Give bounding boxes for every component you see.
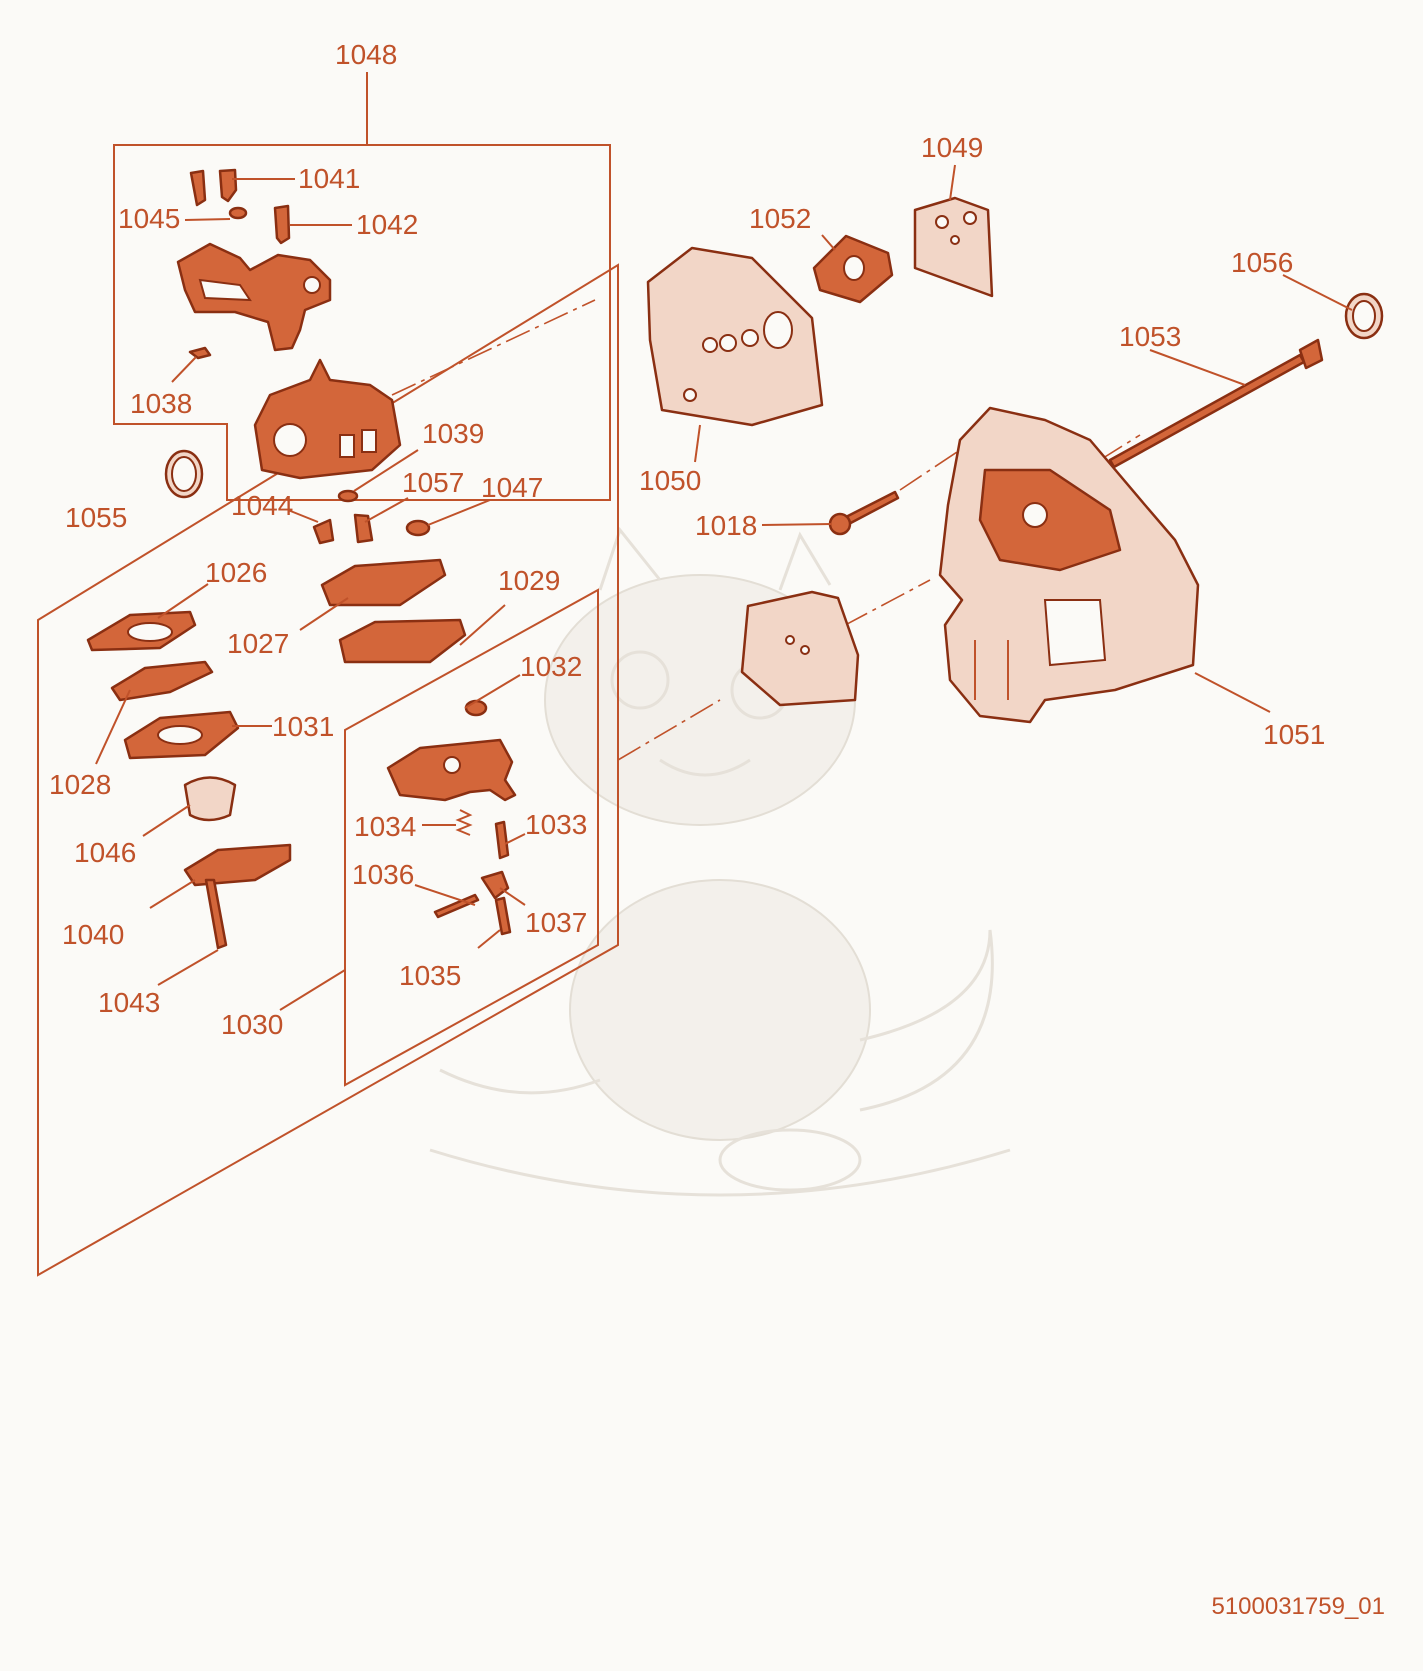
label-1032: 1032 — [520, 651, 582, 682]
kit-boundary-1030 — [37, 263, 619, 1277]
label-1048: 1048 — [335, 39, 397, 70]
document-id: 5100031759_01 — [1211, 1593, 1385, 1620]
label-1045: 1045 — [118, 203, 180, 234]
carburetor-main-body-icon — [253, 358, 402, 480]
screw-1042-icon — [273, 204, 291, 245]
plate-1049-icon — [913, 196, 994, 298]
watermark-dragon — [429, 526, 1011, 1197]
air-filter-housing-1051-icon — [938, 406, 1200, 724]
label-1039: 1039 — [422, 418, 484, 449]
label-1055: 1055 — [65, 502, 127, 533]
cap-1047-icon — [405, 519, 431, 537]
carburetor-upper-body-icon — [176, 242, 332, 352]
label-1053: 1053 — [1119, 321, 1181, 352]
needle-1035-icon — [494, 896, 512, 936]
label-1033: 1033 — [525, 809, 587, 840]
label-1050: 1050 — [639, 465, 701, 496]
label-1046: 1046 — [74, 837, 136, 868]
part-labels: 1048 1041 1045 1042 1038 1039 1055 1044 … — [49, 39, 1325, 1040]
washer-1045-icon — [228, 206, 248, 220]
diaphragm-1028-icon — [110, 660, 214, 702]
label-1030: 1030 — [221, 1009, 283, 1040]
label-1044: 1044 — [231, 490, 293, 521]
label-1049: 1049 — [921, 132, 983, 163]
label-1047: 1047 — [481, 472, 543, 503]
label-1036: 1036 — [352, 859, 414, 890]
label-1042: 1042 — [356, 209, 418, 240]
kit-boundary-1048 — [113, 144, 611, 501]
label-1034: 1034 — [354, 811, 416, 842]
gasket-1027-icon — [320, 558, 447, 607]
lever-1037-icon — [480, 870, 510, 900]
label-1028: 1028 — [49, 769, 111, 800]
label-1029: 1029 — [498, 565, 560, 596]
plug-1044-icon — [312, 518, 335, 545]
leader-lines — [95, 164, 1353, 1011]
plug-1032-icon — [464, 699, 488, 717]
label-1043: 1043 — [98, 987, 160, 1018]
flange-1052-icon — [812, 234, 894, 304]
label-1031: 1031 — [272, 711, 334, 742]
plate-1040-icon — [183, 843, 292, 887]
label-1035: 1035 — [399, 960, 461, 991]
label-1041: 1041 — [298, 163, 360, 194]
pump-body-icon — [386, 738, 517, 802]
label-1056: 1056 — [1231, 247, 1293, 278]
clip-1038-icon — [188, 346, 212, 360]
kit-boundary-inner — [344, 588, 599, 1087]
cup-1046-icon — [183, 776, 237, 822]
label-1027: 1027 — [227, 628, 289, 659]
bolt-1053-icon — [1108, 338, 1324, 469]
label-1052: 1052 — [749, 203, 811, 234]
needle-1033-icon — [494, 820, 510, 860]
jet-1039-icon — [337, 489, 359, 503]
screw-1018-icon — [828, 490, 900, 536]
needle-1057-icon — [353, 513, 374, 544]
screw-1041-icon — [189, 168, 238, 207]
gasket-1029-icon — [338, 618, 467, 664]
label-1051: 1051 — [1263, 719, 1325, 750]
spacer-1050-icon — [646, 246, 824, 427]
washer-1056-icon — [1344, 292, 1384, 340]
label-1057: 1057 — [402, 467, 464, 498]
label-1026: 1026 — [205, 557, 267, 588]
label-1037: 1037 — [525, 907, 587, 938]
label-1040: 1040 — [62, 919, 124, 950]
label-1018: 1018 — [695, 510, 757, 541]
assembly-axes — [391, 299, 1141, 761]
label-1038: 1038 — [130, 388, 192, 419]
screw-1043-icon — [204, 878, 228, 950]
spring-1034-icon — [455, 809, 473, 836]
insulator-block-icon — [740, 590, 860, 707]
